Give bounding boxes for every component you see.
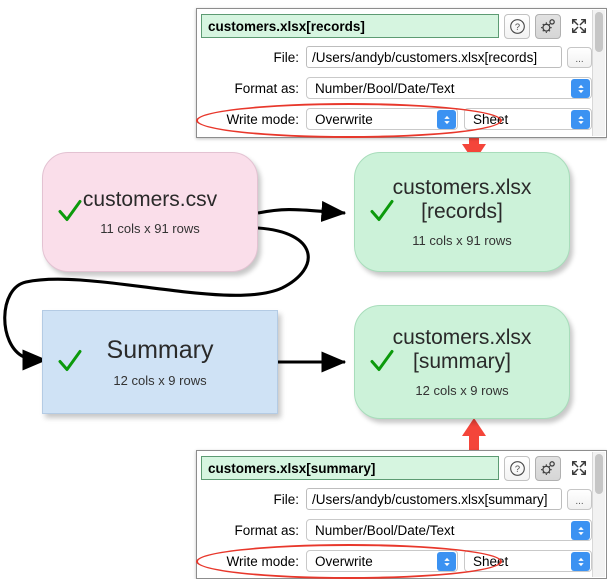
format-label: Format as: (234, 80, 299, 96)
format-as-select[interactable]: Number/Bool/Date/Text (306, 77, 592, 99)
node-title: Summary (106, 336, 214, 364)
expand-arrows-icon (571, 18, 587, 34)
format-as-value: Number/Bool/Date/Text (315, 522, 455, 538)
settings-panel-records[interactable]: customers.xlsx[records] ? (196, 8, 607, 138)
sheet-value: Sheet (473, 111, 509, 127)
format-as-select[interactable]: Number/Bool/Date/Text (306, 519, 592, 541)
node-subtitle: 12 cols x 9 rows (113, 373, 207, 388)
graph-node-customers-xlsx-records[interactable]: customers.xlsx [records] 11 cols x 91 ro… (354, 152, 570, 272)
chevron-updown-icon (577, 557, 584, 566)
chevron-updown-icon (443, 557, 450, 566)
file-path-field[interactable]: /Users/andyb/customers.xlsx[summary] (306, 488, 562, 510)
write-mode-row: Write mode: Overwrite Sheet (201, 547, 592, 575)
callout-xsummary-arrow (462, 418, 486, 450)
green-check-icon (58, 349, 82, 371)
expand-button[interactable] (566, 456, 592, 481)
help-button[interactable]: ? (504, 13, 530, 39)
scrollbar-thumb[interactable] (595, 454, 603, 494)
panel-scrollbar[interactable] (592, 10, 605, 136)
panel-title-field[interactable]: customers.xlsx[summary] (201, 456, 499, 480)
stepper-icon[interactable] (571, 552, 590, 571)
browse-button[interactable]: ... (567, 46, 592, 68)
help-icon: ? (509, 460, 525, 476)
help-button[interactable]: ? (504, 455, 530, 481)
expand-button[interactable] (566, 14, 592, 39)
panel-scrollbar[interactable] (592, 452, 605, 577)
scrollbar-thumb[interactable] (595, 12, 603, 52)
graph-node-customers-csv[interactable]: customers.csv 11 cols x 91 rows (42, 152, 258, 272)
panel-title-field[interactable]: customers.xlsx[records] (201, 14, 499, 38)
file-label: File: (273, 491, 299, 507)
help-icon: ? (509, 18, 525, 34)
write-mode-row: Write mode: Overwrite Sheet (201, 105, 592, 133)
gear-icon (541, 19, 555, 33)
sheet-value: Sheet (473, 553, 509, 569)
expand-arrows-icon (571, 460, 587, 476)
green-check-icon (370, 349, 394, 371)
node-subtitle: 12 cols x 9 rows (415, 382, 509, 398)
panel-title-row: customers.xlsx[records] ? (201, 12, 592, 40)
chevron-updown-icon (577, 115, 584, 124)
green-check-icon (370, 199, 394, 221)
write-mode-select[interactable]: Overwrite (306, 550, 458, 572)
file-path-field[interactable]: /Users/andyb/customers.xlsx[records] (306, 46, 562, 68)
settings-panel-summary[interactable]: customers.xlsx[summary] ? (196, 450, 607, 579)
stepper-icon[interactable] (437, 110, 456, 129)
format-label: Format as: (234, 522, 299, 538)
green-check-icon (58, 199, 82, 221)
write-mode-select[interactable]: Overwrite (306, 108, 458, 130)
format-as-value: Number/Bool/Date/Text (315, 80, 455, 96)
write-mode-label: Write mode: (226, 111, 299, 127)
chevron-updown-icon (443, 115, 450, 124)
chevron-updown-icon (577, 84, 584, 93)
file-row: File: /Users/andyb/customers.xlsx[summar… (201, 485, 592, 513)
sheet-select[interactable]: Sheet (464, 550, 592, 572)
svg-text:?: ? (514, 464, 519, 474)
node-title: customers.csv (82, 188, 218, 212)
gear-icon (541, 461, 555, 475)
settings-button[interactable] (535, 13, 561, 39)
sheet-select[interactable]: Sheet (464, 108, 592, 130)
stepper-icon[interactable] (571, 521, 590, 540)
settings-button[interactable] (535, 455, 561, 481)
edge-csv-to-records (257, 200, 347, 222)
node-subtitle: 11 cols x 91 rows (100, 220, 200, 236)
browse-button[interactable]: ... (567, 488, 592, 510)
node-subtitle: 11 cols x 91 rows (412, 232, 512, 248)
file-label: File: (273, 49, 299, 65)
stepper-icon[interactable] (571, 79, 590, 98)
node-title: customers.xlsx [summary] (392, 326, 532, 373)
write-mode-label: Write mode: (226, 553, 299, 569)
write-mode-value: Overwrite (315, 553, 373, 569)
stepper-icon[interactable] (437, 552, 456, 571)
format-row: Format as: Number/Bool/Date/Text (201, 516, 592, 544)
graph-node-customers-xlsx-summary[interactable]: customers.xlsx [summary] 12 cols x 9 row… (354, 305, 570, 419)
svg-text:?: ? (514, 22, 519, 32)
write-mode-value: Overwrite (315, 111, 373, 127)
chevron-updown-icon (577, 526, 584, 535)
file-row: File: /Users/andyb/customers.xlsx[record… (201, 43, 592, 71)
panel-title-row: customers.xlsx[summary] ? (201, 454, 592, 482)
graph-node-summary[interactable]: Summary 12 cols x 9 rows (42, 310, 278, 414)
node-title: customers.xlsx [records] (392, 176, 532, 223)
format-row: Format as: Number/Bool/Date/Text (201, 74, 592, 102)
stepper-icon[interactable] (571, 110, 590, 129)
